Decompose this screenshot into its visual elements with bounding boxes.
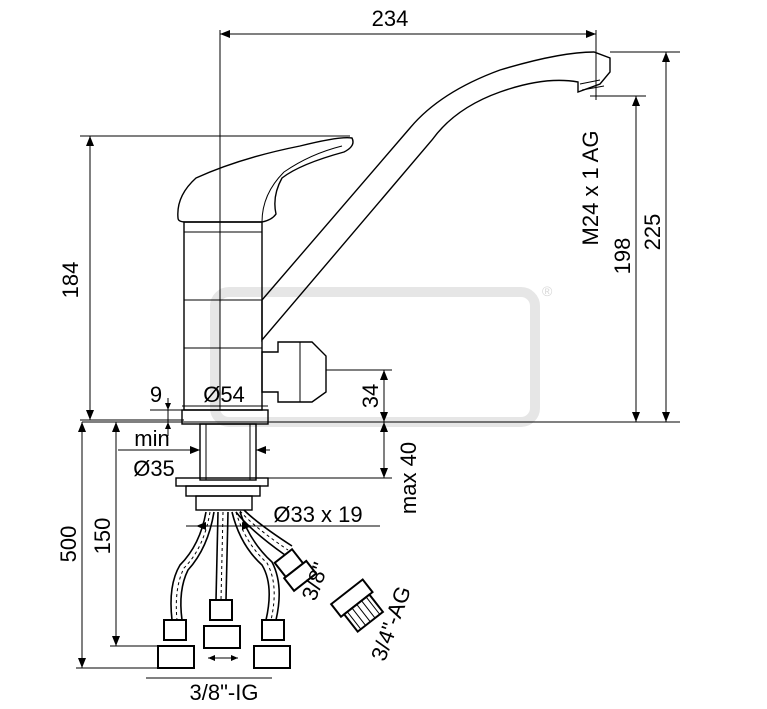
dim-right-spout-height: 198	[610, 238, 635, 275]
hose-right-a	[231, 511, 270, 621]
adapter-fitting	[329, 578, 385, 634]
fitting-middle-nut	[203, 625, 241, 649]
hose-middle-b	[225, 511, 229, 601]
dim-top-width: 234	[372, 6, 409, 31]
aerator	[579, 79, 605, 91]
dim-body-diameter: Ø54	[203, 382, 245, 407]
washer	[175, 477, 269, 487]
fitting-right-upper	[261, 619, 285, 641]
dim-side-connection-height: 34	[358, 384, 383, 408]
dim-hole-diameter: Ø35	[133, 456, 175, 481]
fitting-left-nut	[157, 645, 195, 669]
hose-side-braid	[239, 510, 289, 551]
hose-middle-braid	[220, 511, 224, 601]
dim-right-total-height: 225	[640, 214, 665, 251]
watermark-registered-mark: ®	[542, 283, 553, 299]
supply-hoses	[170, 509, 293, 621]
dim-thread-label: M24 x 1 AG	[578, 131, 603, 246]
side-connection	[261, 341, 327, 403]
faucet-body	[175, 51, 611, 511]
fitting-right-nut	[253, 645, 291, 669]
dim-max-counter: max 40	[396, 442, 421, 514]
hose-left-b	[180, 511, 215, 621]
dimension-lines	[76, 30, 680, 679]
hose-left-braid	[175, 511, 211, 621]
dim-hose-length-total: 500	[56, 526, 81, 563]
hose-right-b	[239, 511, 280, 621]
dim-bottom-fitting: 3/8"-IG	[190, 680, 259, 705]
lever-handle	[177, 136, 354, 223]
fitting-middle-upper	[209, 599, 233, 621]
dim-hose-length-inner: 150	[90, 518, 115, 555]
hose-left-a	[170, 511, 207, 621]
fitting-side	[273, 547, 318, 593]
hose-fittings	[157, 547, 385, 669]
dim-min-label: min	[134, 426, 169, 451]
fitting-left-upper	[163, 619, 187, 641]
shank	[199, 423, 257, 481]
dim-left-height: 184	[58, 262, 83, 299]
lever-edge	[261, 145, 343, 223]
dim-adapter-fitting: 3/4"-AG	[366, 583, 416, 664]
hose-middle-a	[215, 511, 219, 601]
spout	[261, 51, 611, 342]
nut	[185, 485, 261, 497]
nut-lower	[195, 495, 253, 511]
dim-flange-thickness: 9	[150, 382, 162, 407]
hose-side-a	[235, 511, 286, 556]
dim-shank-size: Ø33 x 19	[273, 502, 362, 527]
